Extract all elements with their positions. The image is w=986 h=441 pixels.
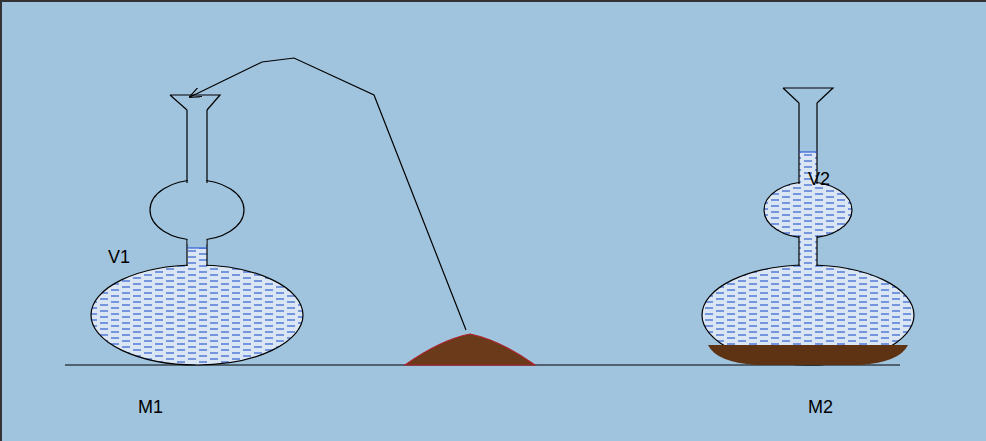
frame-line bbox=[0, 0, 986, 2]
transfer-arrow bbox=[190, 58, 466, 330]
volume-label: V2 bbox=[808, 170, 830, 188]
volume-label: V1 bbox=[108, 248, 130, 266]
soil-pile bbox=[405, 334, 535, 365]
frame-line bbox=[0, 0, 2, 441]
flask-left bbox=[91, 95, 303, 365]
flask-right bbox=[702, 88, 914, 365]
mass-label: M2 bbox=[808, 398, 833, 416]
mass-label: M1 bbox=[138, 398, 163, 416]
